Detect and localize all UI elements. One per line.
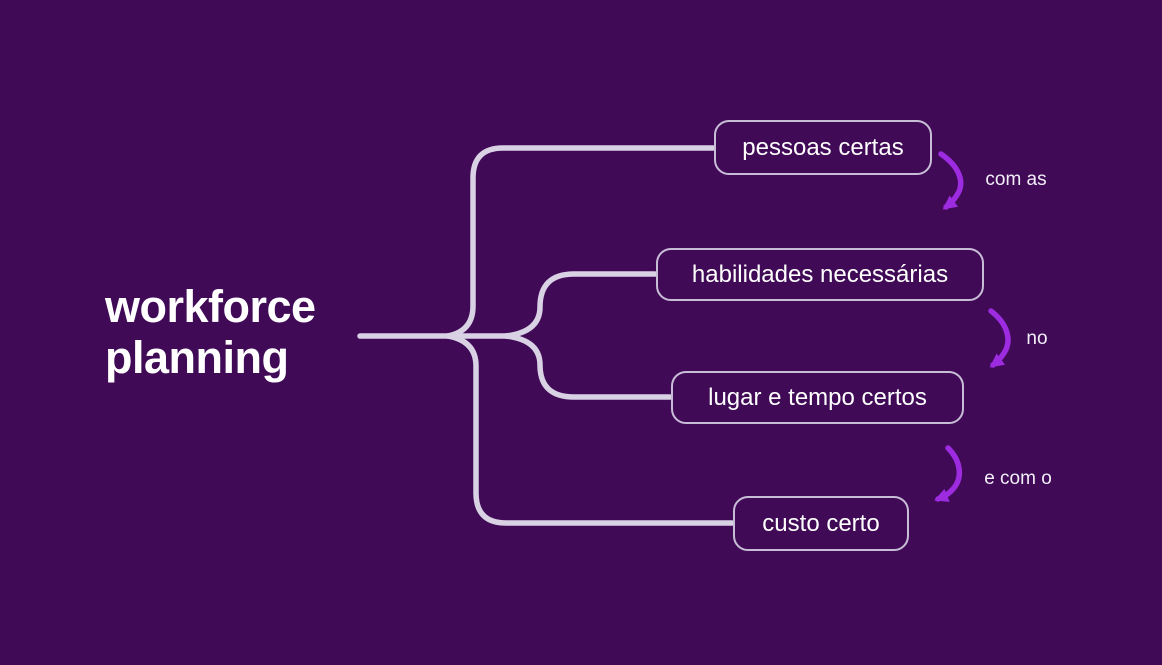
- curved-arrow-icon: [938, 151, 964, 210]
- node-label: lugar e tempo certos: [708, 383, 927, 411]
- node-label: pessoas certas: [742, 133, 904, 161]
- annotation-com-as: com as: [985, 169, 1047, 190]
- node-label: custo certo: [762, 509, 880, 537]
- curved-arrow-icon: [988, 308, 1011, 368]
- curved-arrow-icon: [934, 445, 962, 502]
- node-lugar-e-tempo-certos: lugar e tempo certos: [671, 371, 964, 424]
- connector-habilidades: [503, 271, 658, 339]
- connector-custo-certo: [445, 333, 735, 526]
- connector-lugar-tempo: [503, 333, 673, 400]
- node-custo-certo: custo certo: [733, 496, 909, 551]
- node-pessoas-certas: pessoas certas: [714, 120, 932, 175]
- annotation-e-com-o: e com o: [984, 468, 1052, 489]
- node-habilidades-necessarias: habilidades necessárias: [656, 248, 984, 301]
- root-node-title: workforce planning: [105, 281, 316, 384]
- connector-pessoas-certas: [445, 145, 716, 339]
- annotation-no: no: [1026, 328, 1048, 349]
- node-label: habilidades necessárias: [691, 260, 949, 288]
